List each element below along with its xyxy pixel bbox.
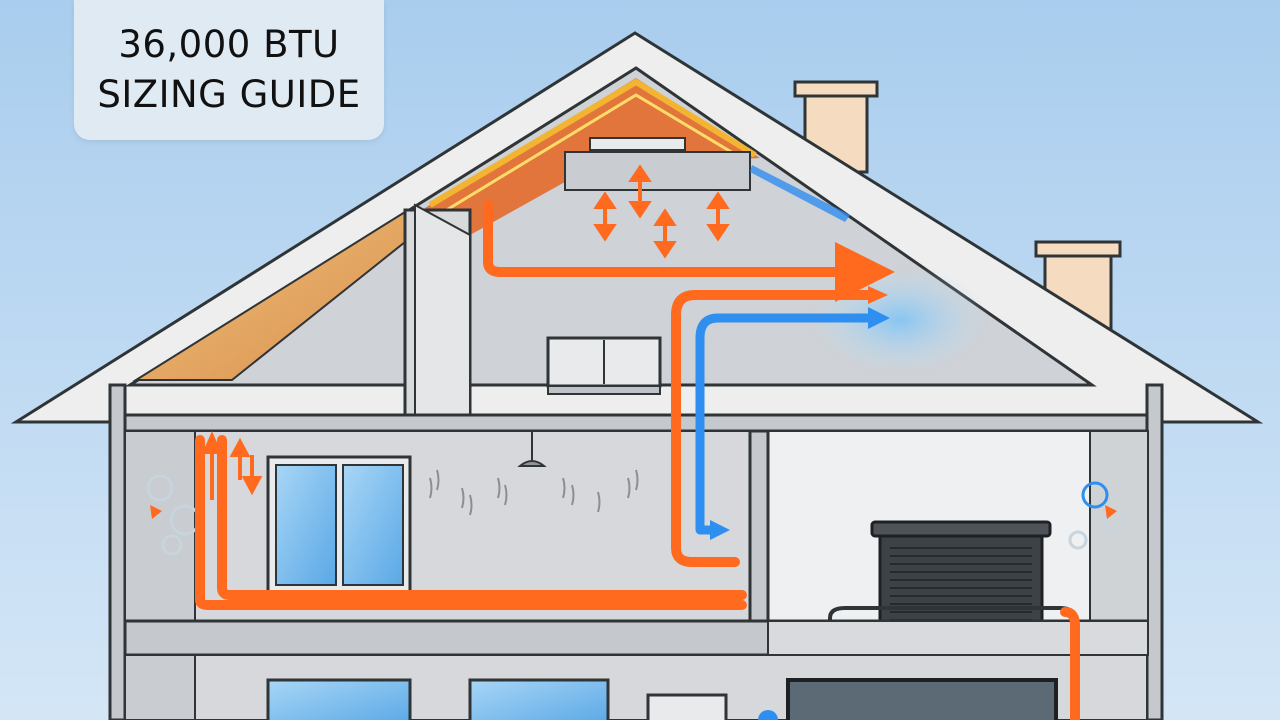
title-line-2: SIZING GUIDE [97, 73, 361, 116]
heat-shimmer [429, 469, 639, 516]
title-line-1: 36,000 BTU [118, 23, 340, 66]
air-vent [546, 336, 662, 395]
title-card: 36,000 BTU SIZING GUIDE [74, 0, 384, 140]
warm-airflow-arrow [195, 200, 1080, 720]
room-left-side [124, 430, 196, 622]
cool-airflow-arrow [695, 313, 875, 535]
window-second-floor [266, 455, 412, 596]
air-leak-swirl-right [1068, 481, 1127, 550]
furnace-panel [786, 678, 1058, 720]
attic-floor [123, 413, 1149, 433]
ceiling-light [517, 431, 547, 467]
warm-airflow-arrow [593, 164, 730, 259]
house-wall-right [1145, 383, 1164, 720]
house-wall-left [108, 383, 127, 720]
air-handler-box [564, 151, 751, 191]
window-first-floor-left [266, 678, 412, 720]
window-first-floor-middle [468, 678, 610, 720]
room-left [124, 430, 751, 622]
